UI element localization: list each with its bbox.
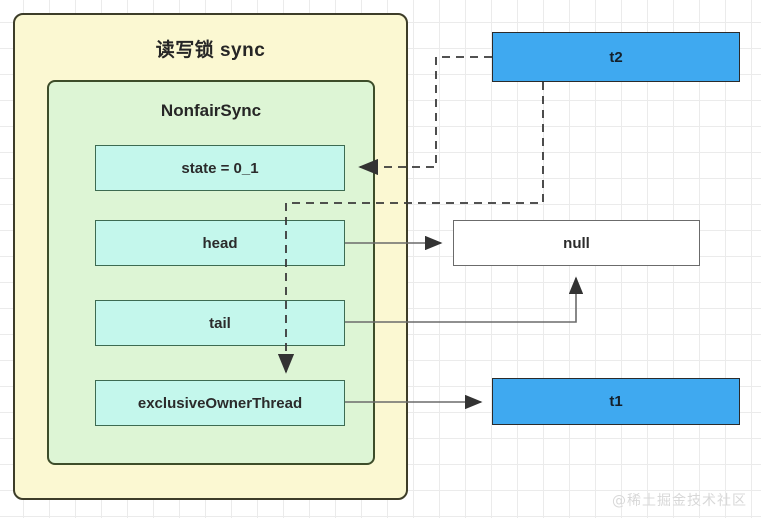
edge-t2-to-owner bbox=[277, 82, 544, 374]
thread-node-t2[interactable]: t2 bbox=[492, 32, 740, 82]
outer-container-title: 读写锁 sync bbox=[155, 39, 266, 61]
field-head[interactable]: head bbox=[95, 220, 345, 266]
thread-node-t1[interactable]: t1 bbox=[492, 378, 740, 425]
field-exclusive-owner-thread[interactable]: exclusiveOwnerThread bbox=[95, 380, 345, 426]
edge-tail-to-null bbox=[345, 276, 584, 323]
edge-t2-to-state bbox=[358, 56, 492, 176]
null-node[interactable]: null bbox=[453, 220, 700, 266]
field-state[interactable]: state = 0_1 bbox=[95, 145, 345, 191]
watermark: @稀土掘金技术社区 bbox=[612, 493, 747, 509]
inner-container-title: NonfairSync bbox=[160, 101, 262, 120]
field-tail[interactable]: tail bbox=[95, 300, 345, 346]
